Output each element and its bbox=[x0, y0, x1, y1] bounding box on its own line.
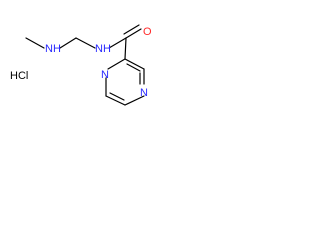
chemical-structure: NH NH O N N HCl bbox=[10, 24, 152, 106]
bond-ring-c2-n1 bbox=[107, 58, 126, 70]
bond-carbonyl-o bbox=[125, 28, 142, 39]
bond-carbonyl-o-double bbox=[123, 24, 140, 35]
bond-ch2-amide-n bbox=[75, 37, 96, 49]
bonds bbox=[25, 24, 145, 106]
bond-ring-inner-c5-c6 bbox=[109, 92, 125, 101]
bond-ring-inner-c2-c3 bbox=[126, 63, 141, 72]
salt-label: HCl bbox=[10, 70, 28, 82]
ring-n-bottom-label: N bbox=[140, 87, 148, 99]
bond-ring-c5-c6 bbox=[105, 95, 126, 106]
bond-methyl-n bbox=[25, 37, 45, 49]
ring-n-top-label: N bbox=[101, 69, 109, 81]
bond-ring-c2-c3 bbox=[124, 58, 145, 70]
bond-n-ch2 bbox=[59, 37, 77, 49]
carbonyl-o-label: O bbox=[143, 26, 152, 38]
amine-nh-label: NH bbox=[45, 43, 61, 55]
bond-amide-n-carbonyl bbox=[108, 37, 127, 49]
atom-labels: NH NH O N N bbox=[45, 26, 152, 99]
amide-nh-label: NH bbox=[95, 43, 111, 55]
bond-carbonyl-ring bbox=[124, 37, 127, 60]
bond-ring-n4-c5 bbox=[124, 95, 145, 106]
